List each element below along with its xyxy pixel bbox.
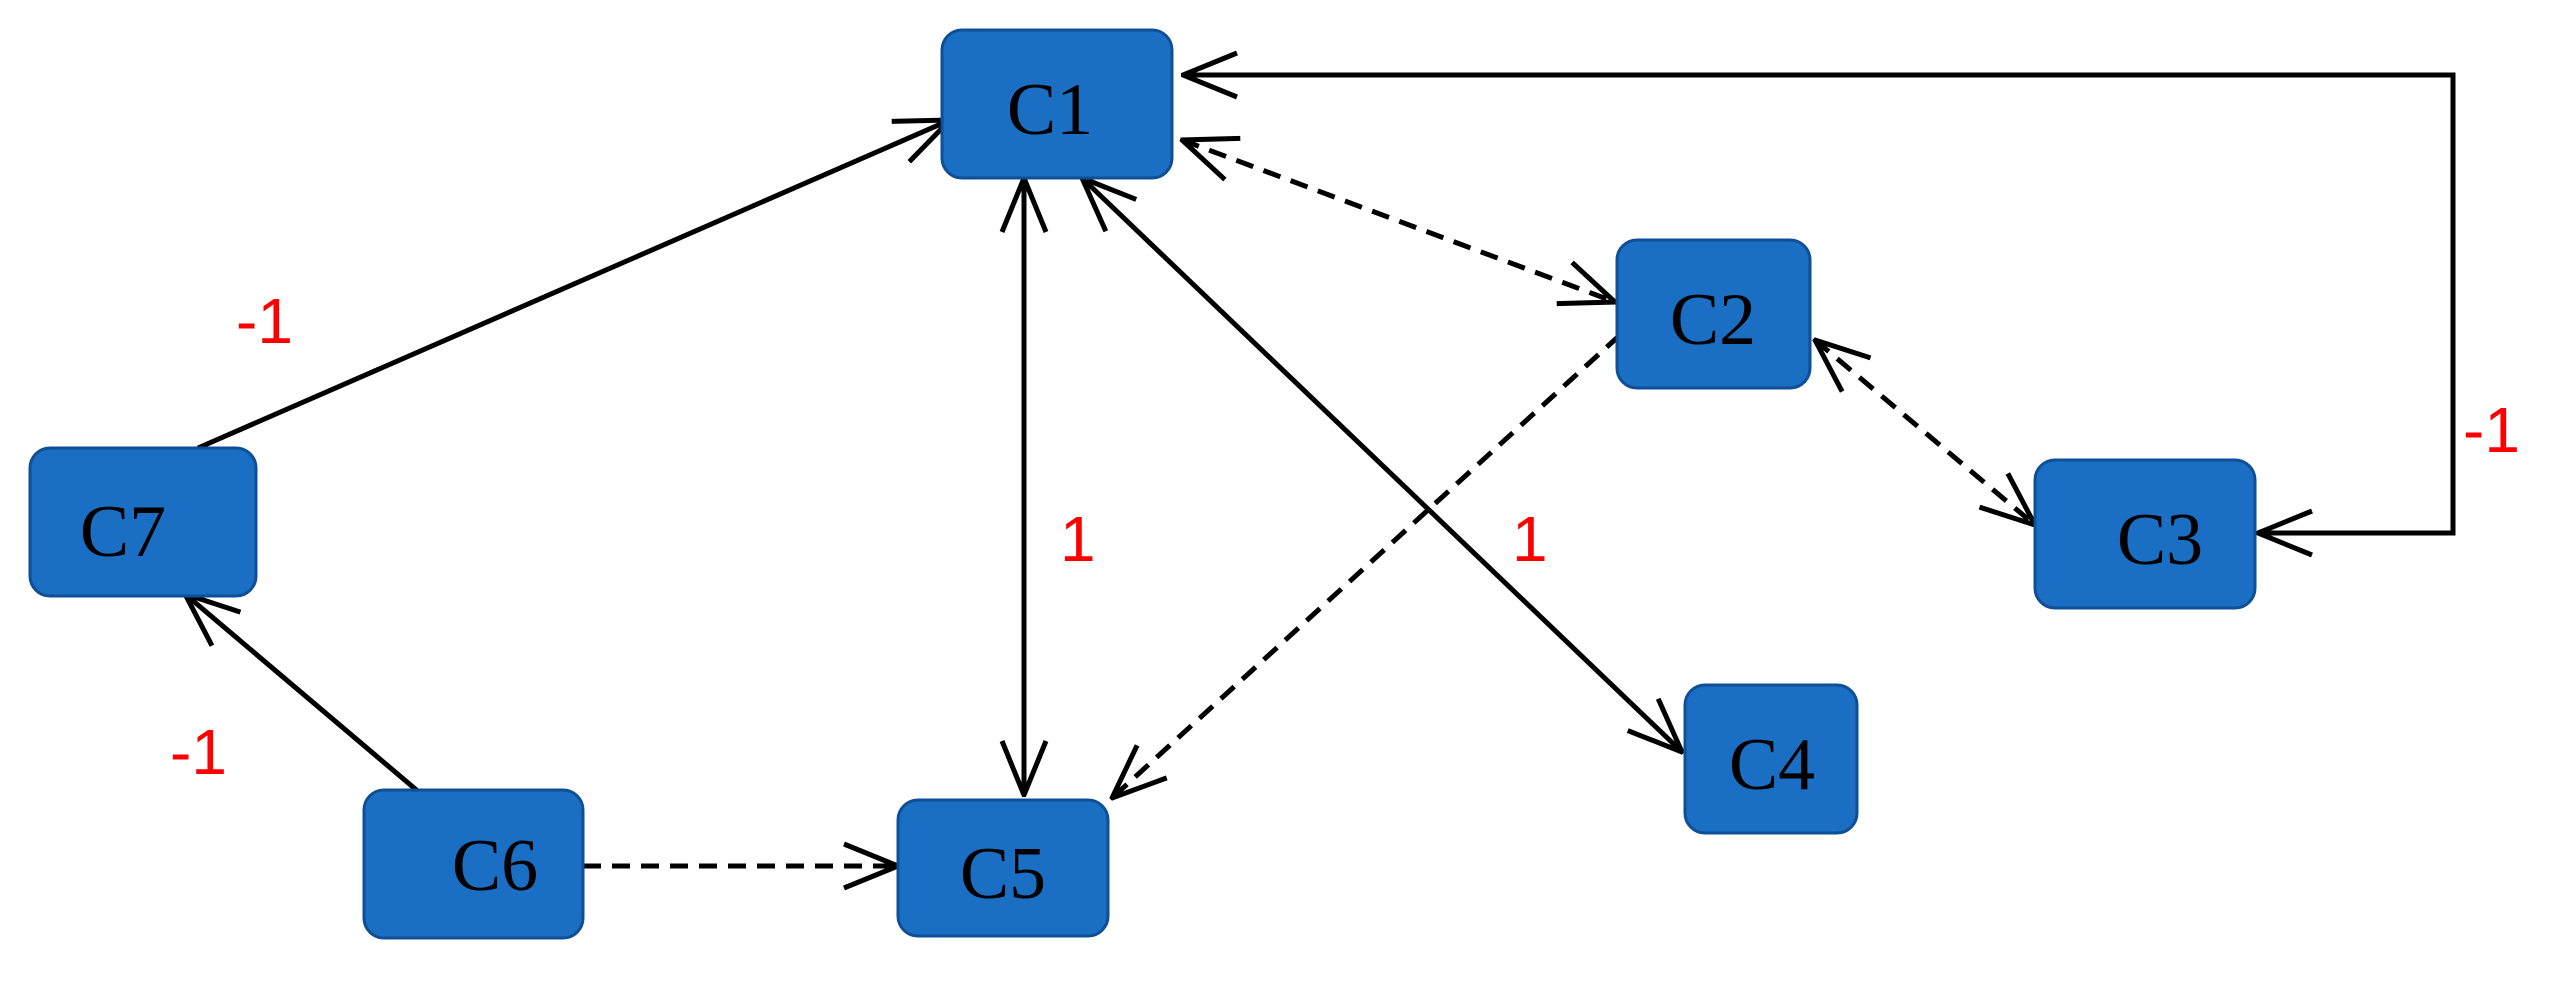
edge-c2-c3 bbox=[1815, 340, 2035, 525]
node-c6[interactable]: C6 bbox=[362, 788, 585, 940]
node-c5[interactable]: C5 bbox=[896, 798, 1110, 938]
edge-c1-c4 bbox=[1082, 178, 1682, 752]
node-label-c2: C2 bbox=[1670, 279, 1756, 361]
node-c7[interactable]: C7 bbox=[28, 446, 258, 598]
edge-c7-c1 bbox=[197, 120, 950, 451]
edge-label-c6-c7: -1 bbox=[170, 716, 227, 788]
node-label-c5: C5 bbox=[960, 833, 1046, 915]
edge-labels: -1 -1 1 1 -1 bbox=[170, 285, 2520, 788]
node-c4[interactable]: C4 bbox=[1683, 683, 1859, 835]
edge-label-c7-c1: -1 bbox=[236, 285, 293, 357]
node-c3[interactable]: C3 bbox=[2033, 458, 2257, 610]
edge-c6-c7 bbox=[185, 594, 422, 795]
node-c2[interactable]: C2 bbox=[1615, 238, 1812, 390]
edges bbox=[185, 75, 2456, 866]
edge-c1-c2 bbox=[1182, 140, 1615, 302]
node-c1[interactable]: C1 bbox=[940, 28, 1174, 180]
node-label-c1: C1 bbox=[1007, 69, 1093, 151]
node-label-c3: C3 bbox=[2117, 499, 2203, 581]
nodes: C1 C2 C3 C4 C5 C6 C7 bbox=[28, 28, 2257, 940]
edge-label-c1-c5: 1 bbox=[1060, 503, 1096, 575]
edge-label-c1-c4: 1 bbox=[1512, 503, 1548, 575]
edge-c1-c3 bbox=[1183, 75, 2456, 533]
node-label-c4: C4 bbox=[1729, 724, 1815, 806]
node-label-c6: C6 bbox=[452, 825, 538, 907]
node-label-c7: C7 bbox=[80, 491, 166, 573]
edge-label-c1-c3: -1 bbox=[2463, 394, 2520, 466]
